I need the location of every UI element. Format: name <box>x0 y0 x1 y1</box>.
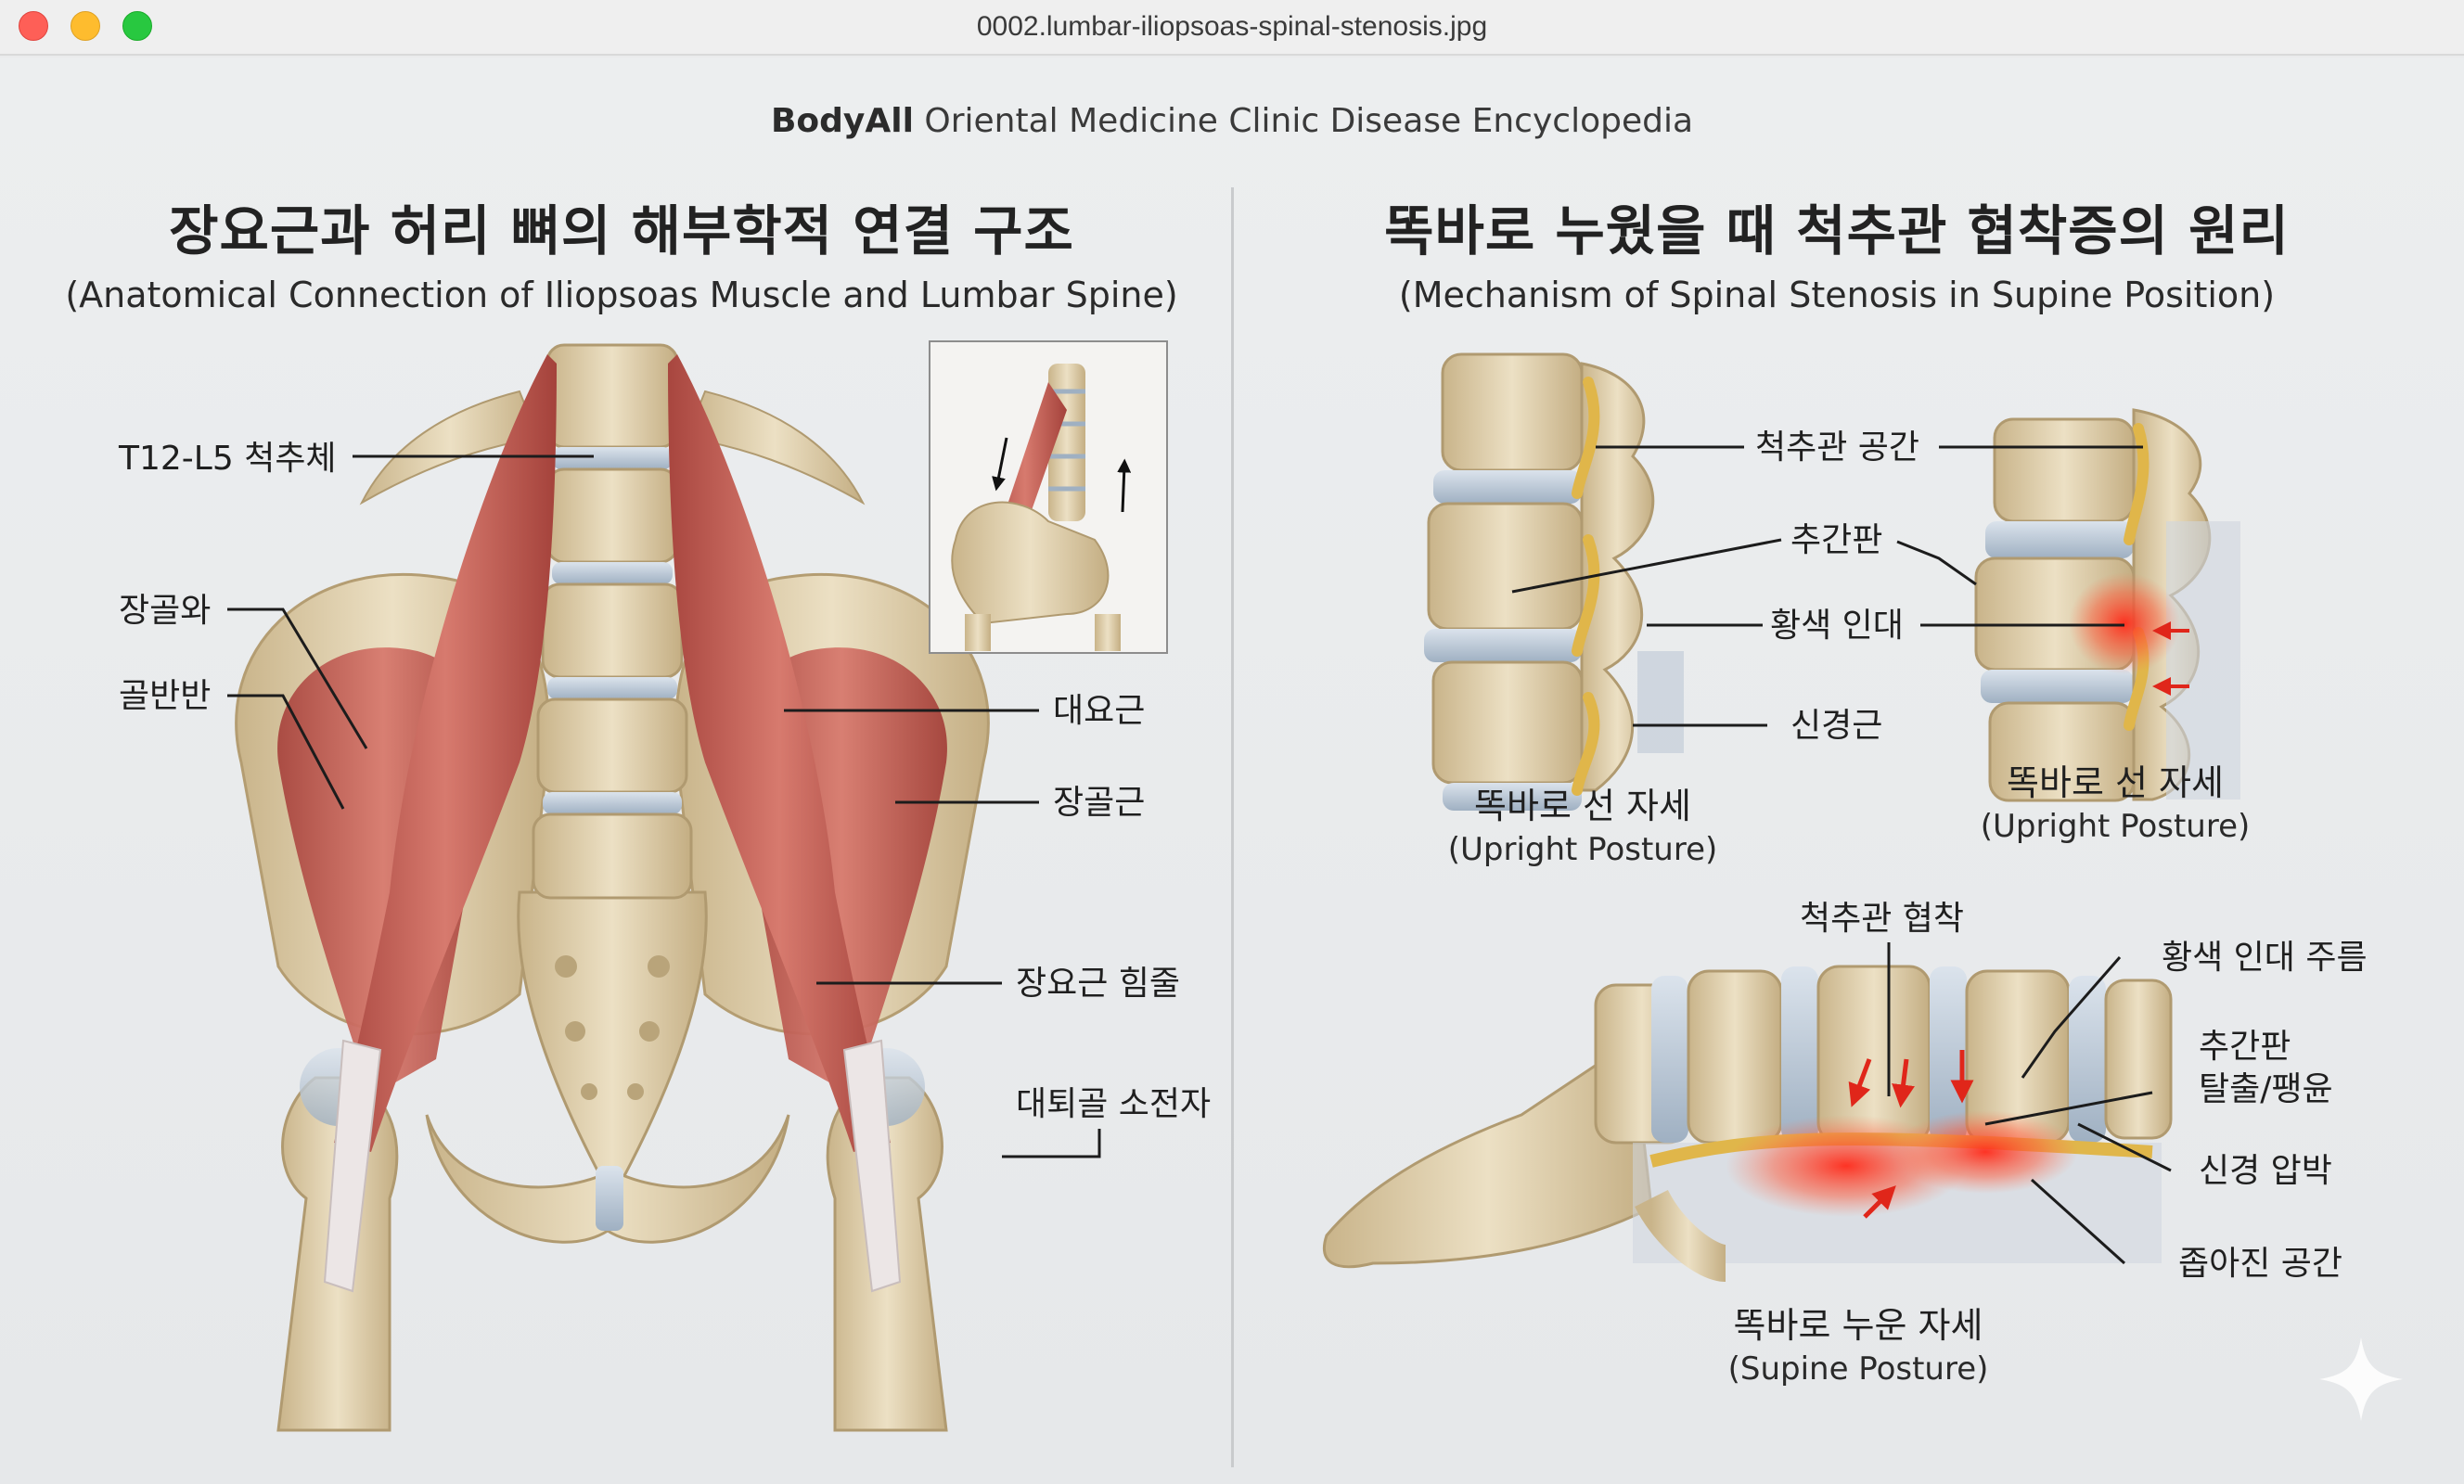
label-herniation-1: 추간판 <box>2199 1028 2291 1066</box>
title-bar: 0002.lumbar-iliopsoas-spinal-stenosis.jp… <box>0 0 2464 56</box>
lumbar-vertebrae <box>532 343 693 900</box>
zoom-button[interactable] <box>122 11 152 41</box>
right-leader-lines <box>1511 445 2172 1265</box>
window-title: 0002.lumbar-iliopsoas-spinal-stenosis.jp… <box>976 11 1488 42</box>
label-ligamentum-flavum: 황색 인대 <box>1770 607 1904 645</box>
label-narrowed-space: 좁아진 공간 <box>2178 1245 2342 1283</box>
label-spinal-canal: 척추관 공간 <box>1755 429 1919 467</box>
left-title-ko: 장요근과 허리 뼈의 해부학적 연결 구조 <box>169 199 1074 262</box>
header-brand: BodyAll Oriental Medicine Clinic Disease… <box>0 102 2464 140</box>
right-panel-title: 똑바로 누웠을 때 척추관 협착증의 원리 (Mechanism of Spin… <box>1262 187 2412 315</box>
label-vertebrae: T12-L5 척추체 <box>118 440 337 478</box>
label-herniation-2: 탈출/팽윤 <box>2199 1070 2333 1108</box>
pelvis-illustration <box>235 343 990 1432</box>
label-nerve-root: 신경근 <box>1790 707 1882 745</box>
right-title-ko: 똑바로 누웠을 때 척추관 협착증의 원리 <box>1384 199 2290 262</box>
brand-subtitle: Oriental Medicine Clinic Disease Encyclo… <box>924 102 1694 140</box>
right-title-en: (Mechanism of Spinal Stenosis in Supine … <box>1398 275 2276 315</box>
minimize-button[interactable] <box>71 11 100 41</box>
left-leader-lines <box>227 454 1101 1158</box>
caption-upright-1-ko: 똑바로 선 자세 <box>1474 786 1691 826</box>
label-stenosis: 척추관 협착 <box>1800 900 1964 938</box>
caption-upright-2-en: (Upright Posture) <box>1981 808 2251 845</box>
caption-supine-ko: 똑바로 누운 자세 <box>1734 1305 1983 1346</box>
upright-spine-stenosis <box>1974 408 2240 802</box>
sparkle-icon <box>2319 1337 2403 1421</box>
label-psoas-major: 대요근 <box>1053 692 1145 730</box>
panel-divider <box>1231 187 1234 1467</box>
illustration-canvas: T12-L5 척추체 장골와 골반반 대요근 장골근 장요근 힘줄 대퇴골 소전… <box>118 340 2403 1432</box>
caption-upright-1-en: (Upright Posture) <box>1448 831 1718 868</box>
caption-supine-en: (Supine Posture) <box>1728 1350 1989 1388</box>
label-disc: 추간판 <box>1790 521 1882 559</box>
brand-name: BodyAll <box>770 102 914 140</box>
image-canvas: BodyAll Oriental Medicine Clinic Disease… <box>0 58 2464 1484</box>
label-pelvis: 골반반 <box>119 677 211 715</box>
close-button[interactable] <box>19 11 48 41</box>
caption-upright-2-ko: 똑바로 선 자세 <box>2007 762 2224 803</box>
upright-spine-normal <box>1424 352 1684 811</box>
label-flavum-fold: 황색 인대 주름 <box>2162 939 2368 977</box>
label-iliacus: 장골근 <box>1053 784 1145 822</box>
label-lesser-trochanter: 대퇴골 소전자 <box>1016 1085 1211 1123</box>
label-iliopsoas-tendon: 장요근 힘줄 <box>1016 965 1180 1003</box>
left-panel-title: 장요근과 허리 뼈의 해부학적 연결 구조 (Anatomical Connec… <box>56 187 1187 315</box>
left-title-en: (Anatomical Connection of Iliopsoas Musc… <box>65 275 1178 315</box>
inset-diagram <box>929 340 1168 654</box>
label-iliac-fossa: 장골와 <box>119 592 211 630</box>
label-nerve-compression: 신경 압박 <box>2199 1152 2332 1190</box>
supine-spine <box>1323 965 2173 1282</box>
